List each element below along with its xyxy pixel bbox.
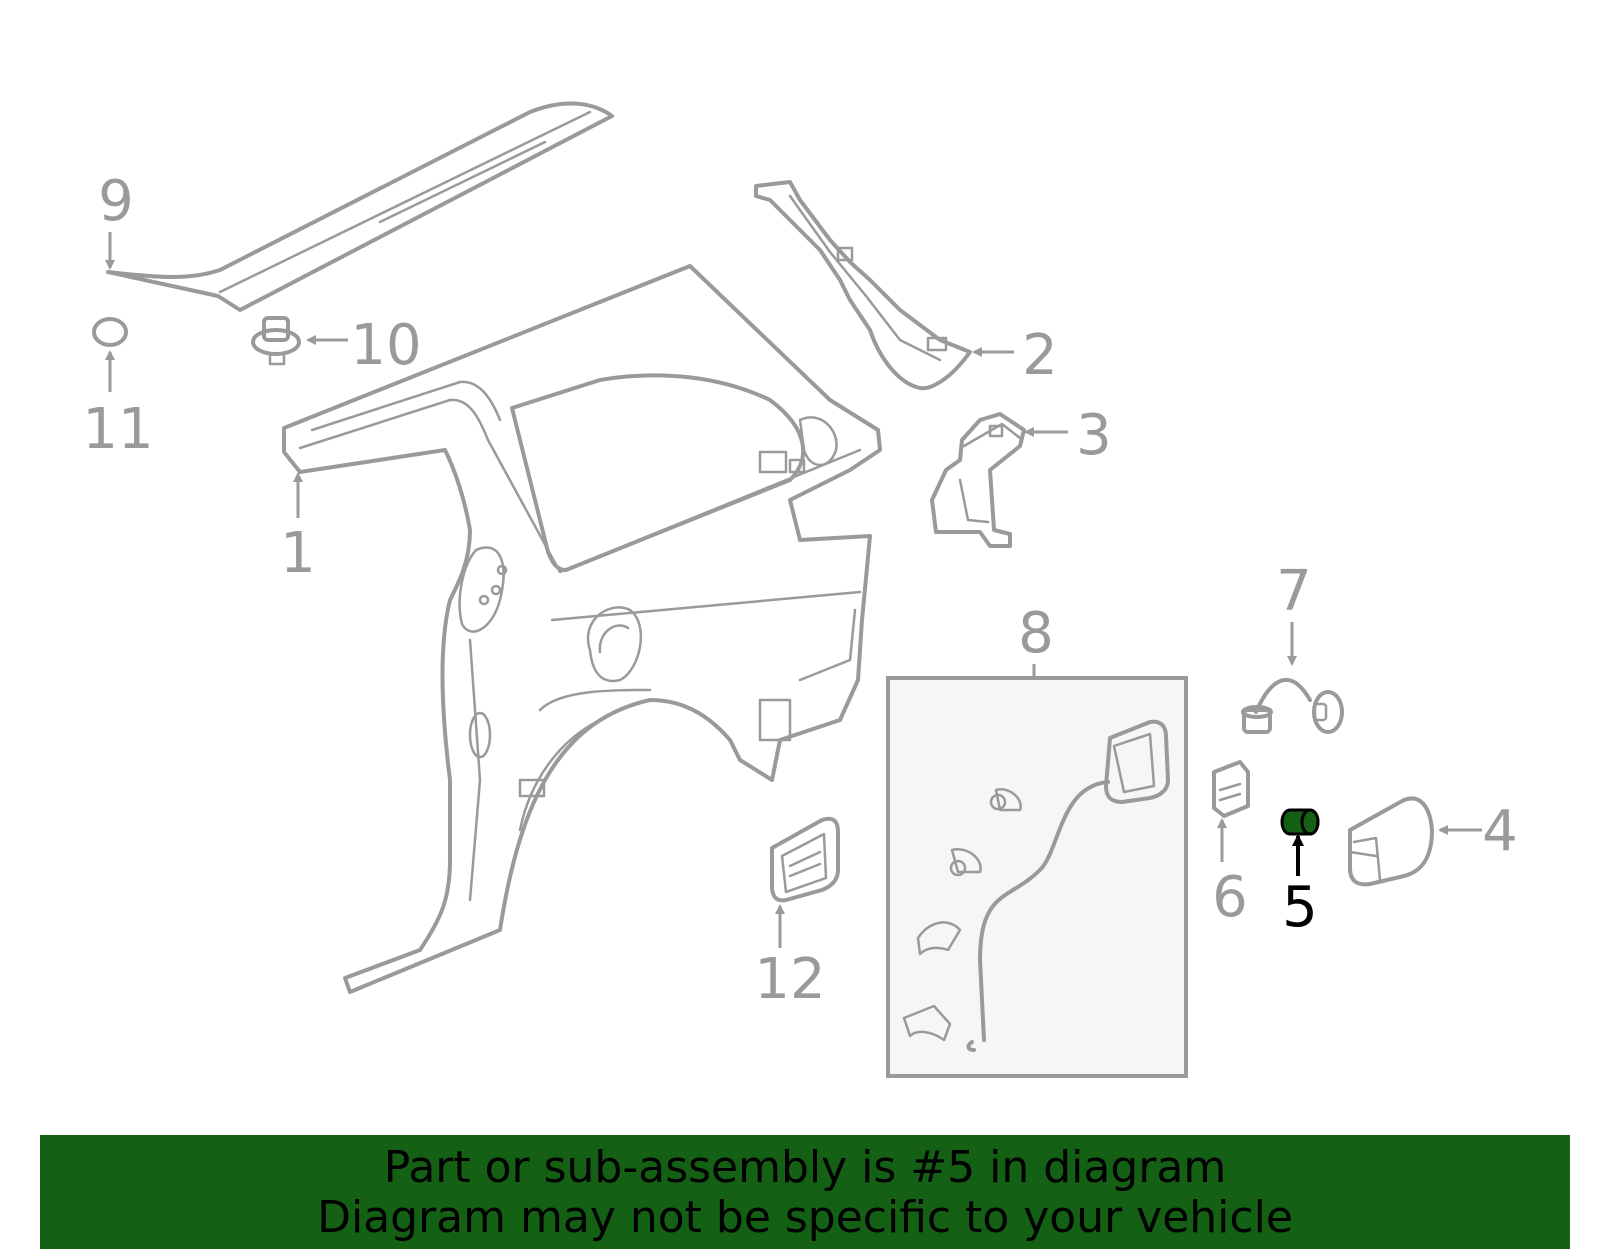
part-6-bracket [1212, 760, 1250, 818]
callout-9: 9 [98, 169, 134, 234]
part-9-roof-rail-molding [106, 101, 614, 312]
callout-labels: 9 11 10 1 2 3 8 7 6 5 4 12 [82, 169, 1517, 1012]
part-11-grommet [92, 317, 128, 347]
part-12-fuel-lid-housing [770, 816, 840, 903]
callout-12: 12 [754, 947, 825, 1012]
part-5-bushing [1280, 808, 1320, 836]
part-4-fuel-cap [1348, 796, 1434, 887]
callout-2: 2 [1022, 323, 1058, 388]
part-2-pillar-reinforcement [754, 180, 972, 391]
part-7-tether [1241, 678, 1344, 734]
callout-11: 11 [82, 397, 153, 462]
part-3-bracket [930, 412, 1026, 548]
callout-6: 6 [1212, 865, 1248, 930]
callout-10: 10 [350, 313, 421, 378]
part-10-clip [251, 316, 301, 366]
callout-1: 1 [280, 521, 316, 586]
leader-lines [105, 232, 1482, 948]
callout-7: 7 [1276, 559, 1312, 624]
callout-3: 3 [1076, 403, 1112, 468]
callout-4: 4 [1482, 799, 1518, 864]
info-banner: Part or sub-assembly is #5 in diagram Di… [40, 1135, 1570, 1249]
callout-8: 8 [1018, 601, 1054, 666]
callout-5: 5 [1282, 875, 1318, 940]
banner-line-2: Diagram may not be specific to your vehi… [317, 1192, 1293, 1243]
part-8-box [886, 676, 1188, 1078]
banner-line-1: Part or sub-assembly is #5 in diagram [383, 1142, 1227, 1193]
part-1-quarter-panel [282, 264, 882, 994]
